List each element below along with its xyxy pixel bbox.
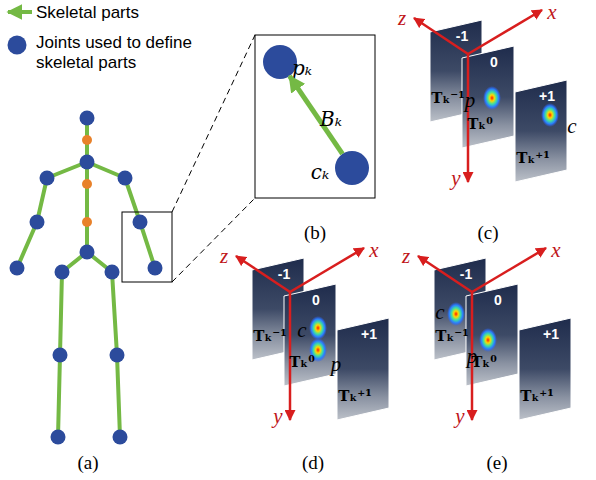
- frame-index: -1: [278, 267, 290, 281]
- heatmap-blob: [483, 86, 501, 110]
- joint: [80, 245, 95, 260]
- zoom-leader: [172, 198, 255, 282]
- panel-label: (a): [77, 453, 98, 472]
- zoom-box: [122, 212, 172, 282]
- frame-symbol: Tₖ⁻¹: [253, 329, 287, 344]
- point-label: p: [467, 346, 478, 367]
- panel-label: (e): [486, 453, 507, 472]
- joint-node: pₖ: [263, 45, 297, 79]
- skeleton-bones: [17, 118, 155, 437]
- point-label: p: [465, 90, 476, 111]
- joint: [30, 215, 45, 230]
- joint: [113, 430, 128, 445]
- point-label: p: [331, 354, 342, 375]
- skeletal-part-arrow: [290, 76, 343, 154]
- legend-joint-sample: [8, 36, 27, 55]
- aux-joint: [82, 217, 92, 227]
- frame-symbol: Tₖ⁰: [289, 355, 315, 370]
- joint: [118, 171, 133, 186]
- axis-label: x: [551, 240, 560, 261]
- point-label: c: [297, 320, 306, 341]
- joint: [80, 111, 95, 126]
- frame-symbol: Tₖ⁻¹: [431, 91, 465, 106]
- skeleton-joints: [10, 111, 163, 445]
- joint: [10, 261, 25, 276]
- joint: [110, 348, 125, 363]
- heatmap-blob: [541, 103, 559, 127]
- point-label: c: [567, 116, 576, 137]
- joint: [80, 155, 95, 170]
- frame-symbol: Tₖ⁺¹: [516, 151, 550, 166]
- frame-index: 0: [490, 55, 498, 69]
- heatmap-blob: [479, 328, 497, 352]
- aux-joint: [82, 135, 92, 145]
- joint-label: cₖ: [311, 162, 330, 182]
- joint: [40, 171, 55, 186]
- axis-label: x: [547, 2, 556, 23]
- frame-symbol: Tₖ⁺¹: [338, 389, 372, 404]
- frame-index: 0: [312, 293, 320, 307]
- frame-stack: [414, 10, 567, 182]
- frame-index: 0: [494, 293, 502, 307]
- axis-label: y: [451, 168, 460, 189]
- axis-label: y: [455, 406, 464, 427]
- axis-label: z: [398, 8, 406, 29]
- panel-label: (c): [477, 223, 498, 242]
- frame-index: -1: [460, 267, 472, 281]
- aux-joint: [82, 179, 92, 189]
- joint: [55, 265, 70, 280]
- panel-label: (b): [304, 223, 326, 242]
- frame-index: +1: [539, 89, 555, 103]
- frame-symbol: Tₖ⁺¹: [520, 389, 554, 404]
- axis-label: z: [402, 246, 410, 267]
- frame-symbol: Tₖ⁰: [467, 117, 493, 132]
- axis-label: z: [220, 246, 228, 267]
- edge-label: Bₖ: [320, 109, 342, 129]
- panel-label: (d): [302, 453, 324, 472]
- axis-label: x: [369, 240, 378, 261]
- joint: [148, 261, 163, 276]
- inset-box: [255, 35, 375, 198]
- legend-arrow-sample: [8, 10, 32, 14]
- auxiliary-joints: [82, 135, 92, 227]
- frame-index: -1: [456, 29, 468, 43]
- heatmap-blob: [309, 316, 327, 340]
- axis-label: y: [273, 406, 282, 427]
- legend-text: Joints used to define skeletal parts: [36, 33, 226, 73]
- frame-stack: [418, 248, 571, 420]
- joint-label: pₖ: [292, 58, 312, 78]
- frame-index: +1: [543, 327, 559, 341]
- frame-index: +1: [361, 327, 377, 341]
- joint: [51, 430, 66, 445]
- joint: [133, 215, 148, 230]
- joint: [105, 265, 120, 280]
- zoom-leader: [172, 35, 255, 212]
- frame-stack: [236, 248, 389, 420]
- frame-symbol: Tₖ⁻¹: [435, 329, 469, 344]
- joint-node: cₖ: [335, 151, 369, 185]
- heatmap-blob: [447, 302, 465, 326]
- legend-text: Skeletal parts: [36, 3, 226, 23]
- joint: [53, 348, 68, 363]
- point-label: c: [435, 302, 444, 323]
